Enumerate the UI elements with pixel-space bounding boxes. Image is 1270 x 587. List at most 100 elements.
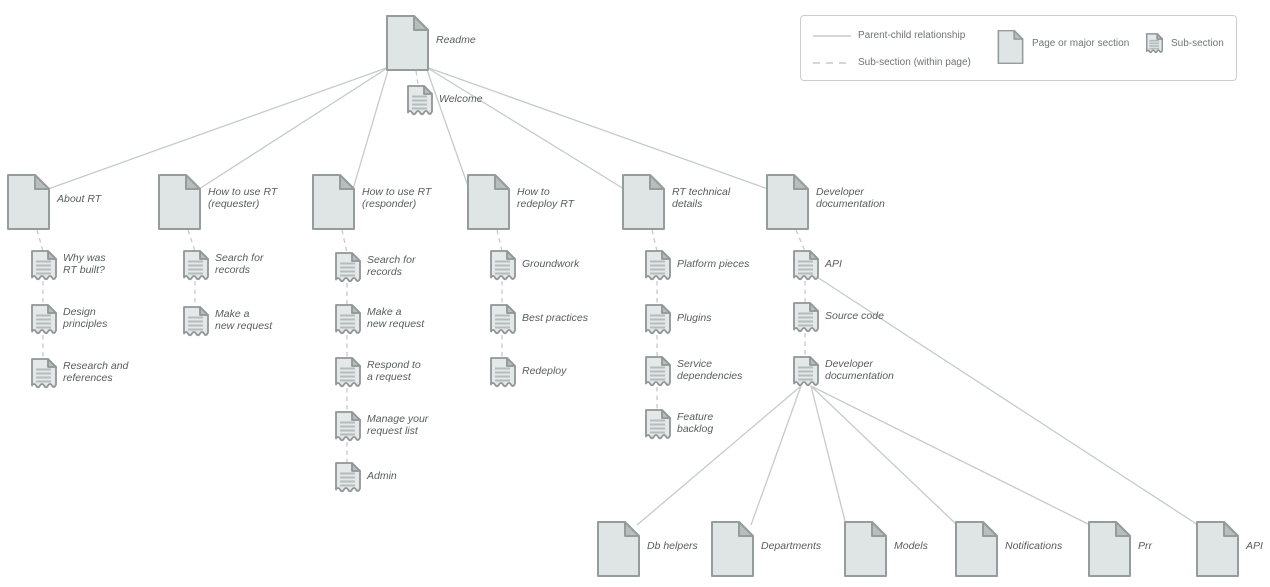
node-label: Welcome	[439, 93, 483, 105]
edge-readme-responder	[352, 66, 390, 190]
node-db-helpers: Db helpers	[597, 521, 698, 577]
node-source: Source code	[793, 302, 884, 335]
node-label: Why was RT built?	[63, 252, 106, 276]
edge-devdoc-sub-departments	[750, 385, 802, 526]
edge-devdoc-sub-db-helpers	[636, 385, 802, 526]
edge-readme-devdoc	[425, 66, 769, 190]
node-responder: How to use RT (responder)	[312, 174, 431, 230]
page-icon	[312, 174, 355, 230]
node-label: Groundwork	[522, 258, 580, 270]
subsection-icon	[490, 357, 516, 388]
node-label: Redeploy	[522, 365, 567, 377]
node-respond: Respond to a request	[335, 357, 421, 390]
node-label: How to use RT (responder)	[362, 186, 432, 210]
page-icon	[467, 174, 510, 230]
node-label: Db helpers	[647, 540, 698, 552]
node-prr: Prr	[1088, 521, 1152, 577]
node-label: Prr	[1138, 540, 1152, 552]
subsection-icon	[645, 304, 671, 335]
node-search-req: Search for records	[183, 250, 263, 283]
node-label: Source code	[825, 310, 884, 322]
node-research: Research and references	[31, 358, 128, 391]
edge-readme-welcome	[415, 70, 419, 85]
dashed-line-sample	[813, 62, 851, 64]
legend-solid-label: Parent-child relationship	[858, 30, 966, 41]
legend-dashed-label: Sub-section (within page)	[858, 57, 971, 68]
legend-sub-label: Sub-section	[1171, 38, 1224, 49]
subsection-icon	[31, 304, 57, 335]
edge-api-sub-api-page	[816, 276, 1199, 526]
edge-readme-redeploy	[425, 66, 470, 190]
subsection-icon	[335, 462, 361, 493]
node-label: Search for records	[367, 254, 416, 278]
node-label: Feature backlog	[677, 411, 714, 435]
page-icon	[597, 521, 640, 577]
subsection-icon	[183, 306, 209, 337]
subsection-icon	[793, 302, 819, 333]
node-label: Platform pieces	[677, 258, 750, 270]
subsection-icon	[335, 357, 361, 388]
node-redeploy-sub: Redeploy	[490, 357, 566, 390]
node-label: Service dependencies	[677, 358, 743, 382]
page-icon	[158, 174, 201, 230]
subsection-icon	[645, 356, 671, 387]
subsection-icon	[793, 250, 819, 281]
subsection-icon	[335, 304, 361, 335]
page-icon	[766, 174, 809, 230]
node-label: Manage your request list	[367, 413, 429, 437]
node-why-built: Why was RT built?	[31, 250, 106, 283]
edge-devdoc-sub-prr	[810, 385, 1091, 526]
subsection-icon	[645, 250, 671, 281]
node-design: Design principles	[31, 304, 107, 337]
page-icon	[386, 15, 429, 71]
page-icon	[622, 174, 665, 230]
edge-readme-rt-tech	[425, 66, 625, 190]
node-feature: Feature backlog	[645, 409, 713, 442]
node-devdoc-sub: Developer documentation	[793, 356, 894, 389]
edge-devdoc-sub-models	[810, 385, 847, 526]
node-label: Make a new request	[215, 308, 273, 332]
node-label: Plugins	[677, 312, 712, 324]
node-models: Models	[844, 521, 928, 577]
legend: Parent-child relationship Sub-section (w…	[800, 15, 1237, 81]
edge-devdoc-api-sub	[795, 229, 806, 252]
page-icon	[955, 521, 998, 577]
node-service: Service dependencies	[645, 356, 742, 389]
node-label: Admin	[367, 470, 397, 482]
node-platform: Platform pieces	[645, 250, 749, 283]
node-label: How to redeploy RT	[517, 186, 575, 210]
subsection-icon	[645, 409, 671, 440]
node-make-req: Make a new request	[183, 306, 272, 339]
node-rt-tech: RT technical details	[622, 174, 730, 230]
page-icon	[1196, 521, 1239, 577]
node-welcome: Welcome	[407, 85, 483, 118]
legend-page-label: Page or major section	[1032, 38, 1130, 49]
subsection-icon	[183, 250, 209, 281]
edge-readme-about-rt	[47, 66, 390, 190]
node-label: Design principles	[63, 306, 108, 330]
node-requester: How to use RT (requester)	[158, 174, 277, 230]
subsection-icon	[31, 250, 57, 281]
edge-redeploy-groundwork	[496, 229, 503, 252]
node-label: About RT	[57, 193, 102, 205]
node-label: API	[825, 258, 842, 270]
solid-line-sample	[813, 35, 851, 37]
node-label: Readme	[436, 34, 476, 46]
node-admin: Admin	[335, 462, 397, 495]
node-label: Departments	[761, 540, 822, 552]
node-best: Best practices	[490, 304, 588, 337]
node-groundwork: Groundwork	[490, 250, 579, 283]
page-icon	[1088, 521, 1131, 577]
page-icon	[844, 521, 887, 577]
edge-about-rt-why-built	[36, 229, 44, 252]
node-label: Respond to a request	[367, 359, 421, 383]
node-label: How to use RT (requester)	[208, 186, 278, 210]
node-notifications: Notifications	[955, 521, 1062, 577]
node-search-resp: Search for records	[335, 252, 415, 285]
node-manage: Manage your request list	[335, 411, 428, 444]
subsection-icon	[793, 356, 819, 387]
node-label: Best practices	[522, 312, 588, 324]
edge-requester-search-req	[187, 229, 196, 252]
page-icon	[997, 30, 1024, 64]
